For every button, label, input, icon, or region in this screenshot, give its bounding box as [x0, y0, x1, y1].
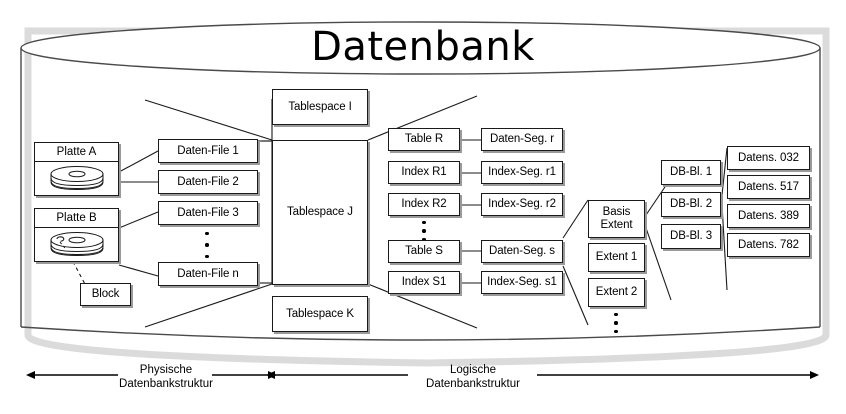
- connector-group-segment-to-extents: [562, 199, 589, 326]
- object-ellipsis: [421, 221, 427, 241]
- daten-seg-s: Daten-Seg. s: [481, 240, 563, 263]
- table-r: Table R: [388, 128, 460, 151]
- tablespace-i: Tablespace I: [272, 89, 368, 125]
- physical-structure-label: Physische Datenbankstruktur: [119, 364, 213, 391]
- block-box: Block: [80, 283, 131, 306]
- extent-2: Extent 2: [588, 278, 645, 307]
- index-s1: Index S1: [388, 271, 460, 294]
- db-block-2: DB-Bl. 2: [661, 192, 721, 217]
- record-032: Datens. 032: [727, 146, 810, 170]
- disk-stack-icon: [50, 166, 104, 191]
- table-s: Table S: [388, 240, 460, 263]
- logical-structure-label: Logische Datenbankstruktur: [426, 364, 520, 391]
- data-file-1: Daten-File 1: [158, 139, 258, 163]
- tablespace-j: Tablespace J: [272, 140, 368, 285]
- extent-ellipsis: [613, 313, 619, 333]
- basis-extent: Basis Extent: [588, 200, 645, 238]
- disk-platte-a: Platte A: [34, 142, 119, 196]
- disk-platte-a-label: Platte A: [35, 143, 118, 162]
- connector-group-tablespace-to-objects: [367, 95, 478, 329]
- disk-platte-b: Platte B: [34, 208, 119, 262]
- disk-platte-b-label: Platte B: [35, 209, 118, 228]
- record-389: Datens. 389: [727, 204, 810, 228]
- db-block-3: DB-Bl. 3: [661, 224, 721, 249]
- data-file-ellipsis: [204, 232, 210, 258]
- data-file-2: Daten-File 2: [158, 170, 258, 194]
- tablespace-k: Tablespace K: [272, 296, 368, 332]
- extent-1: Extent 1: [588, 243, 645, 272]
- disk-stack-block-icon: [50, 232, 104, 257]
- connector-group-block-to-records: [721, 147, 728, 291]
- connector-group-object-segment: [460, 139, 481, 284]
- record-782: Datens. 782: [727, 233, 810, 257]
- index-r2: Index R2: [388, 193, 460, 216]
- page-title: Datenbank: [311, 24, 535, 70]
- db-block-1: DB-Bl. 1: [661, 160, 721, 185]
- record-517: Datens. 517: [727, 175, 810, 199]
- disk-platte-b-graphic: [35, 228, 118, 262]
- index-seg-s1: Index-Seg. s1: [481, 271, 563, 294]
- index-seg-r1: Index-Seg. r1: [481, 161, 563, 184]
- index-r1: Index R1: [388, 161, 460, 184]
- data-file-n: Daten-File n: [158, 262, 258, 286]
- database-cylinder: [20, 21, 821, 341]
- disk-platte-a-graphic: [35, 162, 118, 196]
- index-seg-r2: Index-Seg. r2: [481, 193, 563, 216]
- data-file-3: Daten-File 3: [158, 201, 258, 225]
- daten-seg-r: Daten-Seg. r: [481, 128, 563, 151]
- cylinder-shadow: [24, 27, 830, 367]
